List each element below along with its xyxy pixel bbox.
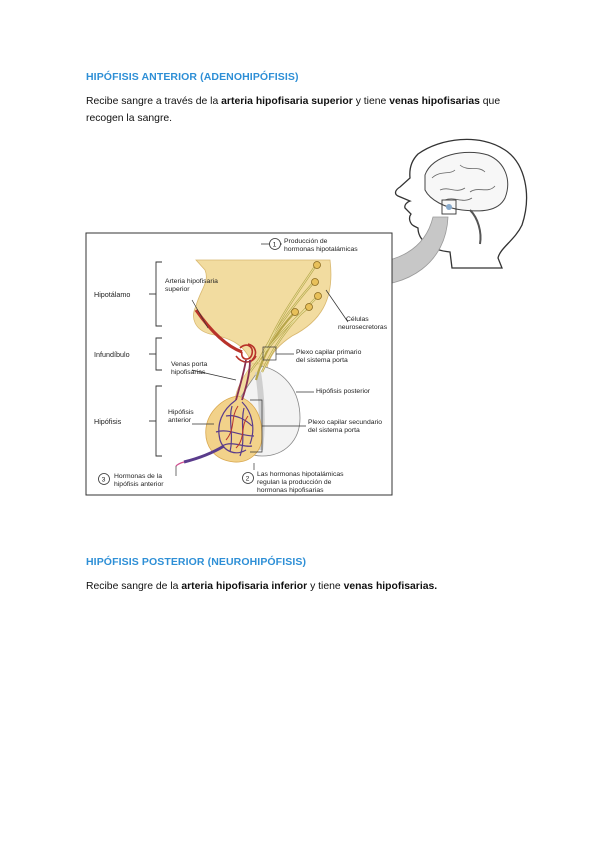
step-2-badge — [242, 472, 254, 484]
step-1-badge — [269, 238, 281, 250]
label-primary-plexus-line1: Plexo capilar primario — [296, 349, 362, 356]
step-1-line1: Producción de — [284, 238, 328, 245]
primary-capillary-plexus — [235, 343, 257, 363]
paragraph-posterior: Recibe sangre de la arteria hipofisaria … — [86, 578, 516, 595]
step-1-line2: hormonas hipotalámicas — [284, 246, 358, 253]
text: y tiene — [307, 581, 344, 592]
step-2-line2: regulan la producción de — [257, 479, 332, 486]
label-primary-plexus-line2: del sistema porta — [296, 357, 348, 364]
left-brackets — [149, 261, 162, 457]
text: Recibe sangre a través de la — [86, 96, 222, 107]
label-artery-line2: superior — [165, 286, 190, 293]
label-portal-veins-line2: hipofisarias — [171, 369, 206, 376]
label-infundibulum: Infundíbulo — [94, 350, 130, 359]
bold-term: venas hipofisarias. — [343, 581, 438, 592]
text: y tiene — [352, 96, 390, 107]
label-hypophysis: Hipófisis — [94, 417, 122, 426]
neuron-cell-bodies — [291, 261, 322, 316]
label-secondary-plexus-line2: del sistema porta — [308, 427, 360, 434]
superior-hypophyseal-artery — [194, 309, 243, 354]
label-portal-veins-line1: Venas porta — [171, 361, 207, 368]
section-heading-posterior: HIPÓFISIS POSTERIOR (NEUROHIPÓFISIS) — [86, 556, 307, 568]
hypophyseal-vein — [183, 444, 225, 464]
step-2-line3: hormonas hipofisarias — [257, 487, 324, 494]
label-secondary-plexus-line1: Plexo capilar secundario — [308, 419, 382, 426]
bold-term: arteria hipofisaria inferior — [181, 581, 308, 592]
hypothalamus-tissue — [193, 259, 332, 365]
label-hypothalamus: Hipotálamo — [94, 290, 130, 299]
step-1-number: 1 — [273, 242, 277, 249]
bold-term: venas hipofisarias — [389, 96, 480, 107]
label-anterior-line1: Hipófisis — [168, 409, 194, 416]
step-3-badge — [98, 473, 110, 485]
step-3-number: 3 — [102, 477, 106, 484]
leader-lines — [175, 243, 349, 476]
bold-term: arteria hipofisaria superior — [221, 96, 353, 107]
paragraph-anterior: Recibe sangre a través de la arteria hip… — [86, 93, 516, 127]
step-3-line2: hipófisis anterior — [114, 481, 164, 488]
label-posterior-pituitary: Hipófisis posterior — [316, 388, 371, 395]
step-3-line1: Hormonas de la — [114, 473, 162, 480]
label-anterior-line2: anterior — [168, 417, 192, 424]
anterior-pituitary — [205, 395, 263, 463]
section-heading-anterior: HIPÓFISIS ANTERIOR (ADENOHIPÓFISIS) — [86, 71, 299, 83]
label-neurosecretory-line2: neurosecretoras — [338, 324, 388, 331]
text: Recibe sangre de la — [86, 581, 182, 592]
label-artery-line1: Arteria hipofisaria — [165, 278, 218, 285]
label-neurosecretory-line1: Células — [346, 316, 369, 323]
step-2-number: 2 — [246, 476, 250, 483]
step-2-line1: Las hormonas hipotalámicas — [257, 471, 344, 478]
text: que recogen la sangre. — [86, 96, 501, 124]
portal-veins — [235, 359, 251, 401]
